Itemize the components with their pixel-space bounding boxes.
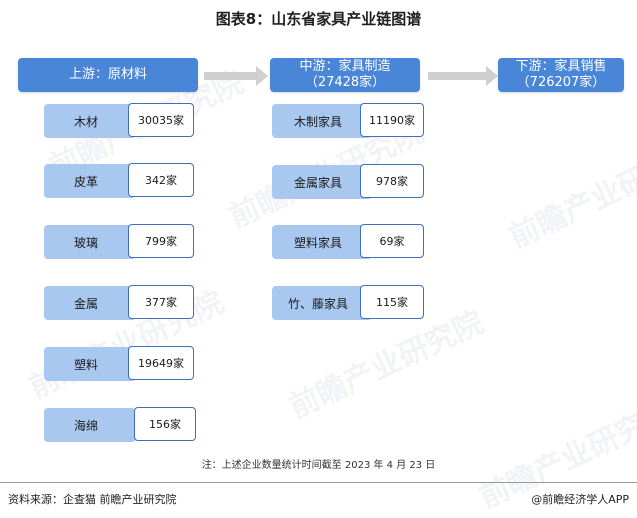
midstream-item-count: 69家 bbox=[360, 224, 424, 258]
midstream-item-count: 115家 bbox=[360, 285, 424, 319]
downstream-header: 下游：家具销售 （726207家） bbox=[498, 58, 624, 92]
upstream-item-count: 156家 bbox=[134, 407, 196, 441]
source-text: 资料来源：企查猫 前瞻产业研究院 bbox=[8, 493, 177, 506]
midstream-item-metal-furniture: 金属家具 bbox=[272, 165, 372, 199]
diagram-title: 图表8：山东省家具产业链图谱 bbox=[215, 10, 422, 28]
footnote: 注：上述企业数量统计时间截至 2023 年 4 月 23 日 bbox=[201, 460, 436, 471]
upstream-item-label: 木材 bbox=[73, 114, 98, 129]
upstream-item-count: 342家 bbox=[128, 163, 194, 197]
midstream-item-label: 竹、藤家具 bbox=[287, 296, 348, 311]
downstream-header-line1: 下游：家具销售 bbox=[515, 59, 607, 74]
midstream-header: 中游：家具制造 （27428家） bbox=[270, 58, 420, 92]
midstream-item-plastic-furniture: 塑料家具 bbox=[272, 225, 372, 259]
arrow-upstream-to-midstream bbox=[204, 66, 268, 86]
upstream-item-label: 金属 bbox=[73, 296, 98, 311]
upstream-item-count: 30035家 bbox=[128, 103, 194, 137]
upstream-item-count: 799家 bbox=[128, 224, 194, 258]
downstream-header-line2: （726207家） bbox=[516, 75, 606, 90]
midstream-item-label: 金属家具 bbox=[293, 175, 342, 190]
midstream-item-count: 11190家 bbox=[360, 103, 424, 137]
upstream-header: 上游：原材料 bbox=[18, 58, 198, 92]
midstream-item-bamboo-rattan-furniture: 竹、藤家具 bbox=[272, 286, 372, 320]
upstream-item-label: 玻璃 bbox=[73, 235, 98, 250]
upstream-item-sponge: 海绵 bbox=[44, 408, 136, 442]
midstream-header-line1: 中游：家具制造 bbox=[299, 59, 391, 74]
midstream-item-count: 978家 bbox=[360, 164, 424, 198]
upstream-item-metal: 金属 bbox=[44, 286, 136, 320]
midstream-header-line2: （27428家） bbox=[304, 75, 386, 90]
midstream-item-label: 木制家具 bbox=[293, 114, 342, 129]
upstream-item-count: 19649家 bbox=[128, 346, 194, 380]
footer-divider bbox=[0, 482, 637, 483]
upstream-item-label: 塑料 bbox=[73, 357, 98, 372]
upstream-item-label: 皮革 bbox=[73, 174, 98, 189]
upstream-item-leather: 皮革 bbox=[44, 164, 136, 198]
upstream-item-count: 377家 bbox=[128, 285, 194, 319]
arrow-midstream-to-downstream bbox=[428, 66, 498, 86]
brand-text: @前瞻经济学人APP bbox=[531, 493, 629, 506]
upstream-item-glass: 玻璃 bbox=[44, 225, 136, 259]
upstream-item-wood: 木材 bbox=[44, 104, 136, 138]
midstream-item-wooden-furniture: 木制家具 bbox=[272, 104, 372, 138]
upstream-header-line1: 上游：原材料 bbox=[68, 67, 147, 82]
watermark: 前瞻产业研究院 bbox=[503, 134, 637, 256]
midstream-item-label: 塑料家具 bbox=[293, 235, 342, 250]
upstream-item-label: 海绵 bbox=[73, 418, 98, 433]
upstream-item-plastic: 塑料 bbox=[44, 347, 136, 381]
